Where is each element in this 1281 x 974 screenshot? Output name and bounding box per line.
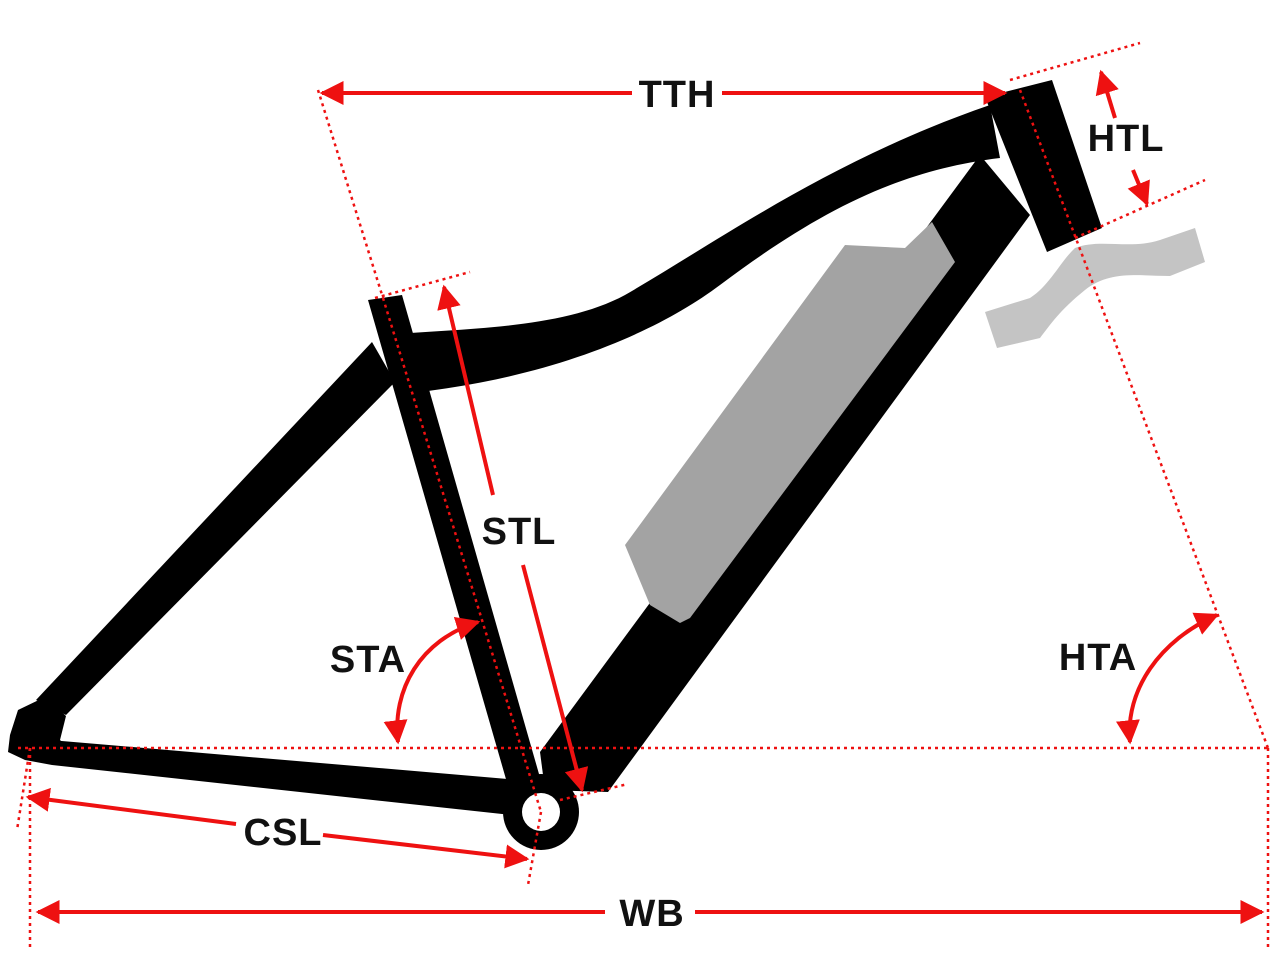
csl-arrow-right xyxy=(322,833,530,869)
dimension-arrows xyxy=(25,69,1265,924)
battery xyxy=(625,222,955,623)
label-csl: CSL xyxy=(244,812,323,854)
seat-stay xyxy=(36,342,395,715)
chain-stay xyxy=(50,740,520,816)
csl-arrow-left xyxy=(25,787,237,826)
htl-arrow-bottom xyxy=(1127,169,1150,207)
stl-arrow-bottom xyxy=(521,564,589,793)
hta-arc xyxy=(1116,612,1220,745)
construction-lines xyxy=(15,41,1270,950)
head-tube xyxy=(985,80,1102,252)
hanger-bracket xyxy=(985,228,1205,348)
label-htl: HTL xyxy=(1088,118,1165,160)
htl-arrow-top xyxy=(1095,69,1119,119)
stl-arrow-top xyxy=(437,284,495,496)
sta-arc xyxy=(383,616,481,745)
label-wb: WB xyxy=(619,893,684,935)
label-tth: TTH xyxy=(639,74,716,116)
seat-tube xyxy=(368,295,545,800)
rear-dropout xyxy=(8,697,75,765)
top-tube xyxy=(385,105,1000,392)
label-sta: STA xyxy=(330,639,406,681)
label-stl: STL xyxy=(482,511,557,553)
bike-frame xyxy=(8,80,1102,850)
label-hta: HTA xyxy=(1059,637,1137,679)
